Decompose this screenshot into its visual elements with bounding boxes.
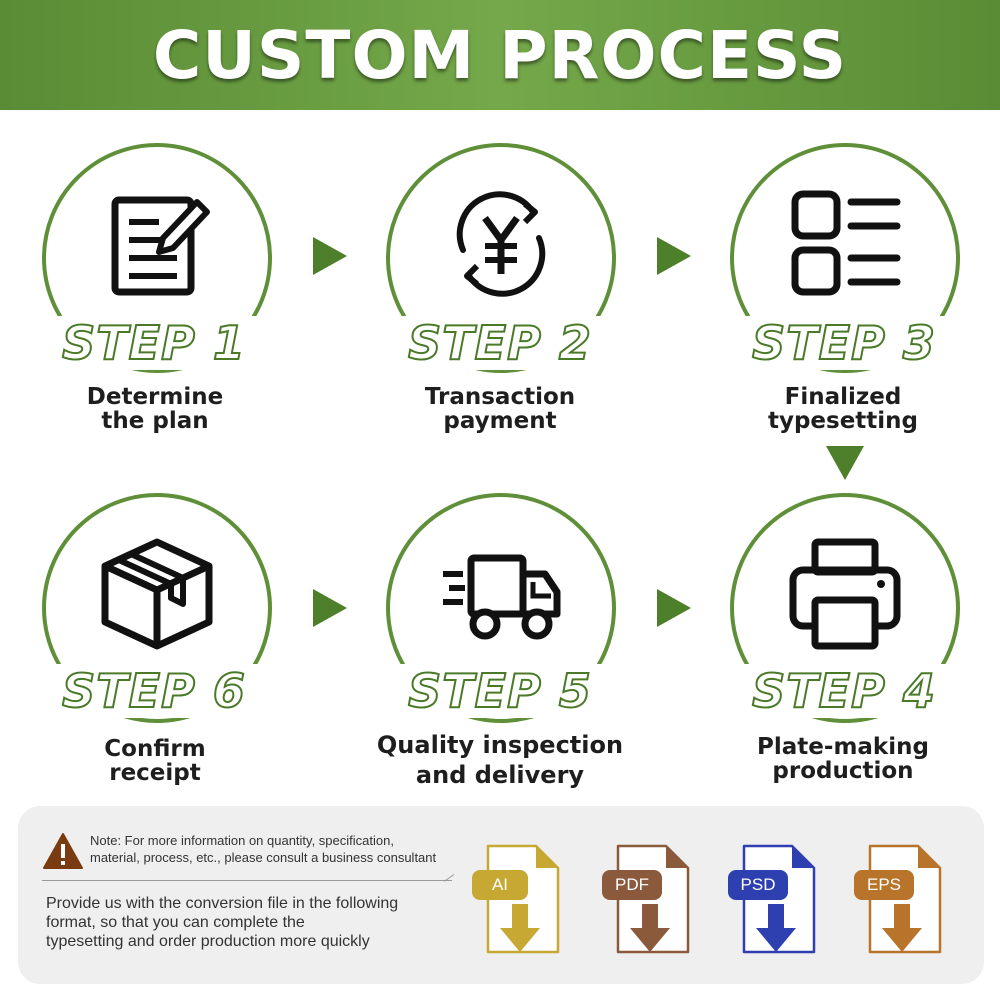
page-title: CUSTOM PROCESS: [152, 16, 848, 94]
psd-file-icon: [728, 844, 816, 954]
arrow-step3-to-step4: [826, 446, 864, 480]
arrow-step2-to-step3: [657, 237, 691, 275]
step-2-description: Transaction payment: [350, 385, 650, 433]
note-text: Note: For more information on quantity, …: [90, 832, 470, 866]
file-format-eps: EPS: [852, 844, 948, 956]
file-format-psd: PSD: [726, 844, 822, 956]
note-line2: material, process, etc., please consult …: [90, 850, 437, 865]
step-1-description: Determine the plan: [5, 385, 305, 433]
provide-line2: format, so that you can complete the: [46, 914, 305, 931]
eps-file-label: EPS: [866, 875, 902, 894]
step-1-desc-line1: Determine: [86, 384, 224, 410]
step-6-label: STEP 6: [34, 663, 274, 719]
step-6-description: Confirm receipt: [5, 737, 305, 785]
arrow-step5-to-step6: [313, 589, 347, 627]
step-5-desc-line2: and delivery: [415, 761, 585, 789]
step-4-desc-line1: Plate-making: [757, 734, 929, 760]
step-5-desc-line1: Quality inspection: [376, 731, 624, 759]
header-banner: CUSTOM PROCESS: [0, 0, 1000, 110]
step-4-description: Plate-making production: [693, 735, 993, 783]
file-format-pdf: PDF: [600, 844, 696, 956]
note-line1: Note: For more information on quantity, …: [90, 833, 394, 848]
provide-line1: Provide us with the conversion file in t…: [46, 895, 399, 912]
pdf-file-label: PDF: [615, 875, 649, 894]
warning-icon: [43, 833, 83, 869]
file-format-note-panel: Note: For more information on quantity, …: [18, 806, 984, 984]
step-3-desc-line2: typesetting: [767, 408, 919, 434]
document-pen-icon: [111, 196, 210, 296]
arrow-step4-to-step5: [657, 589, 691, 627]
package-box-icon: [101, 538, 213, 650]
yen-exchange-icon: [456, 191, 546, 297]
pdf-file-icon: [602, 844, 690, 954]
step-2-desc-line2: payment: [443, 408, 557, 434]
step-5-description: Quality inspection and delivery: [350, 730, 650, 790]
step-3-label: STEP 3: [724, 315, 964, 371]
step-5-label: STEP 5: [380, 663, 620, 719]
provide-line3: typesetting and order production more qu…: [46, 933, 370, 950]
eps-file-icon: [854, 844, 942, 954]
provide-text: Provide us with the conversion file in t…: [46, 894, 446, 951]
delivery-truck-icon: [443, 554, 561, 640]
psd-file-label: PSD: [740, 875, 776, 894]
arrow-step1-to-step2: [313, 237, 347, 275]
file-format-ai: AI: [470, 844, 566, 956]
step-2-label: STEP 2: [380, 315, 620, 371]
step-6-desc-line1: Confirm: [104, 736, 206, 762]
step-4-label: STEP 4: [724, 663, 964, 719]
step-3-description: Finalized typesetting: [693, 385, 993, 433]
step-1-label: STEP 1: [34, 315, 274, 371]
step-2-desc-line1: Transaction: [424, 384, 576, 410]
note-divider: [42, 880, 452, 881]
layout-list-icon: [791, 190, 901, 296]
ai-file-icon: [472, 844, 560, 954]
ai-file-label: AI: [491, 875, 509, 894]
step-1-desc-line2: the plan: [101, 408, 209, 434]
printer-icon: [789, 538, 901, 650]
step-6-desc-line2: receipt: [109, 760, 201, 786]
step-4-desc-line2: production: [772, 758, 914, 784]
step-3-desc-line1: Finalized: [784, 384, 902, 410]
